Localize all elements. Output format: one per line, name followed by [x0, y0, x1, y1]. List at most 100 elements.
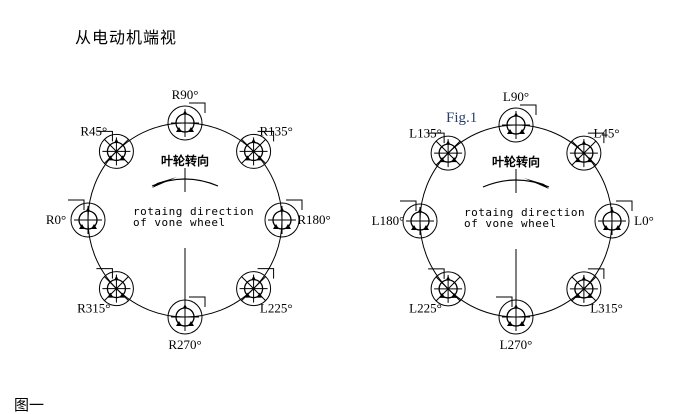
position-label: R135°: [260, 124, 293, 139]
shaft-marker-icon: [183, 110, 187, 114]
position-label: R45°: [80, 124, 107, 139]
shaft-marker-icon: [251, 138, 256, 143]
mount-feet-icon: [244, 155, 263, 161]
diag-line: [104, 139, 129, 164]
motor-position-180: L180°: [372, 200, 438, 239]
outlet-flange: [286, 199, 303, 210]
motor-position-270: R270°: [167, 296, 206, 352]
outlet-flange: [257, 268, 275, 279]
mount-feet-icon: [439, 292, 458, 298]
position-label: L135°: [409, 125, 442, 140]
diag-line: [435, 140, 461, 166]
shaft-marker-icon: [114, 138, 119, 143]
direction-label-cn: 叶轮转向: [161, 153, 209, 168]
housing-circle: [402, 203, 438, 239]
motor-position-90: R90°: [167, 87, 206, 141]
mount-feet-icon: [176, 127, 194, 132]
shaft-marker-icon: [581, 275, 586, 280]
motor-position-90: L90°: [498, 89, 537, 143]
direction-label-en-line2: of vone wheel: [133, 216, 226, 229]
housing-circle: [566, 135, 602, 171]
motor-position-135: L135°: [409, 125, 466, 171]
arrow-blade: [524, 178, 549, 189]
mount-feet-icon: [507, 129, 525, 134]
shaft-marker-icon: [86, 207, 90, 211]
shaft-marker-icon: [114, 275, 119, 280]
mount-feet-icon: [79, 224, 97, 229]
position-label: R180°: [297, 212, 330, 227]
housing-circle: [430, 271, 466, 307]
outlet-flange: [400, 200, 417, 211]
outlet-flange: [189, 102, 206, 113]
shaft-marker-icon: [446, 275, 451, 280]
mount-feet-icon: [244, 292, 263, 298]
housing-circle: [98, 271, 134, 307]
position-label: L90°: [503, 89, 529, 104]
motor-position-135: R135°: [236, 124, 293, 169]
shaft-marker-icon: [581, 140, 586, 145]
shaft-marker-icon: [446, 140, 451, 145]
outlet-flange: [496, 296, 513, 307]
diag-line: [241, 276, 266, 301]
position-label: R315°: [77, 300, 110, 315]
figure-label: Fig.1: [446, 110, 478, 126]
housing-circle: [167, 105, 203, 141]
housing-circle: [70, 202, 106, 238]
mount-feet-icon: [107, 292, 126, 298]
diag-line: [104, 276, 129, 301]
left-hand-rotation-diagram: 叶轮转向 rotaing direction of vone wheel L0°…: [372, 89, 654, 352]
mount-feet-icon: [273, 224, 291, 229]
position-label: R90°: [172, 87, 199, 102]
diag-line: [435, 276, 461, 302]
housing-circle: [430, 135, 466, 171]
mount-feet-icon: [107, 155, 126, 161]
arrow-blade: [152, 177, 177, 188]
outlet-flange: [68, 199, 85, 210]
motor-position-0: R0°: [46, 199, 106, 238]
motor-position-225: L225°: [236, 268, 293, 315]
outlet-flange: [257, 130, 275, 142]
mount-feet-icon: [439, 157, 458, 163]
motor-position-315: R315°: [77, 268, 134, 315]
position-label: R270°: [168, 337, 201, 352]
housing-circle: [236, 271, 272, 307]
housing-circle: [236, 133, 272, 169]
mount-feet-icon: [507, 321, 525, 326]
outlet-flange: [428, 268, 445, 279]
motor-position-315: L315°: [566, 268, 623, 316]
position-label: L225°: [260, 300, 293, 315]
shaft-marker-icon: [418, 208, 422, 212]
mount-feet-icon: [176, 321, 194, 326]
motor-position-0: L0°: [594, 200, 654, 239]
direction-label-en-line2: of vone wheel: [464, 217, 557, 230]
outlet-flange: [520, 104, 537, 115]
position-label: L45°: [593, 125, 619, 140]
position-label: L225°: [409, 301, 442, 316]
position-label: R0°: [46, 212, 66, 227]
shaft-marker-icon: [514, 112, 518, 116]
direction-label-en-line1: rotaing direction: [133, 205, 254, 218]
outlet-flange: [587, 132, 605, 144]
outlet-flange: [587, 268, 605, 279]
view-title: 从电动机端视: [75, 28, 178, 47]
mount-feet-icon: [603, 225, 621, 230]
position-label: L0°: [634, 213, 654, 228]
motor-position-45: L45°: [566, 125, 620, 171]
direction-label-cn: 叶轮转向: [492, 154, 540, 169]
motor-position-270: L270°: [496, 296, 534, 352]
position-label: L180°: [372, 213, 405, 228]
housing-circle: [264, 202, 300, 238]
motor-position-45: R45°: [80, 124, 134, 169]
position-label: L270°: [500, 337, 533, 352]
housing-circle: [594, 203, 630, 239]
diag-line: [241, 139, 266, 164]
shaft-marker-icon: [251, 275, 256, 280]
position-label: L315°: [590, 301, 623, 316]
shaft-marker-icon: [610, 208, 614, 212]
motor-position-225: L225°: [409, 268, 466, 316]
housing-circle: [498, 107, 534, 143]
mount-feet-icon: [411, 225, 429, 230]
outlet-flange: [96, 268, 113, 279]
mount-feet-icon: [574, 292, 593, 298]
